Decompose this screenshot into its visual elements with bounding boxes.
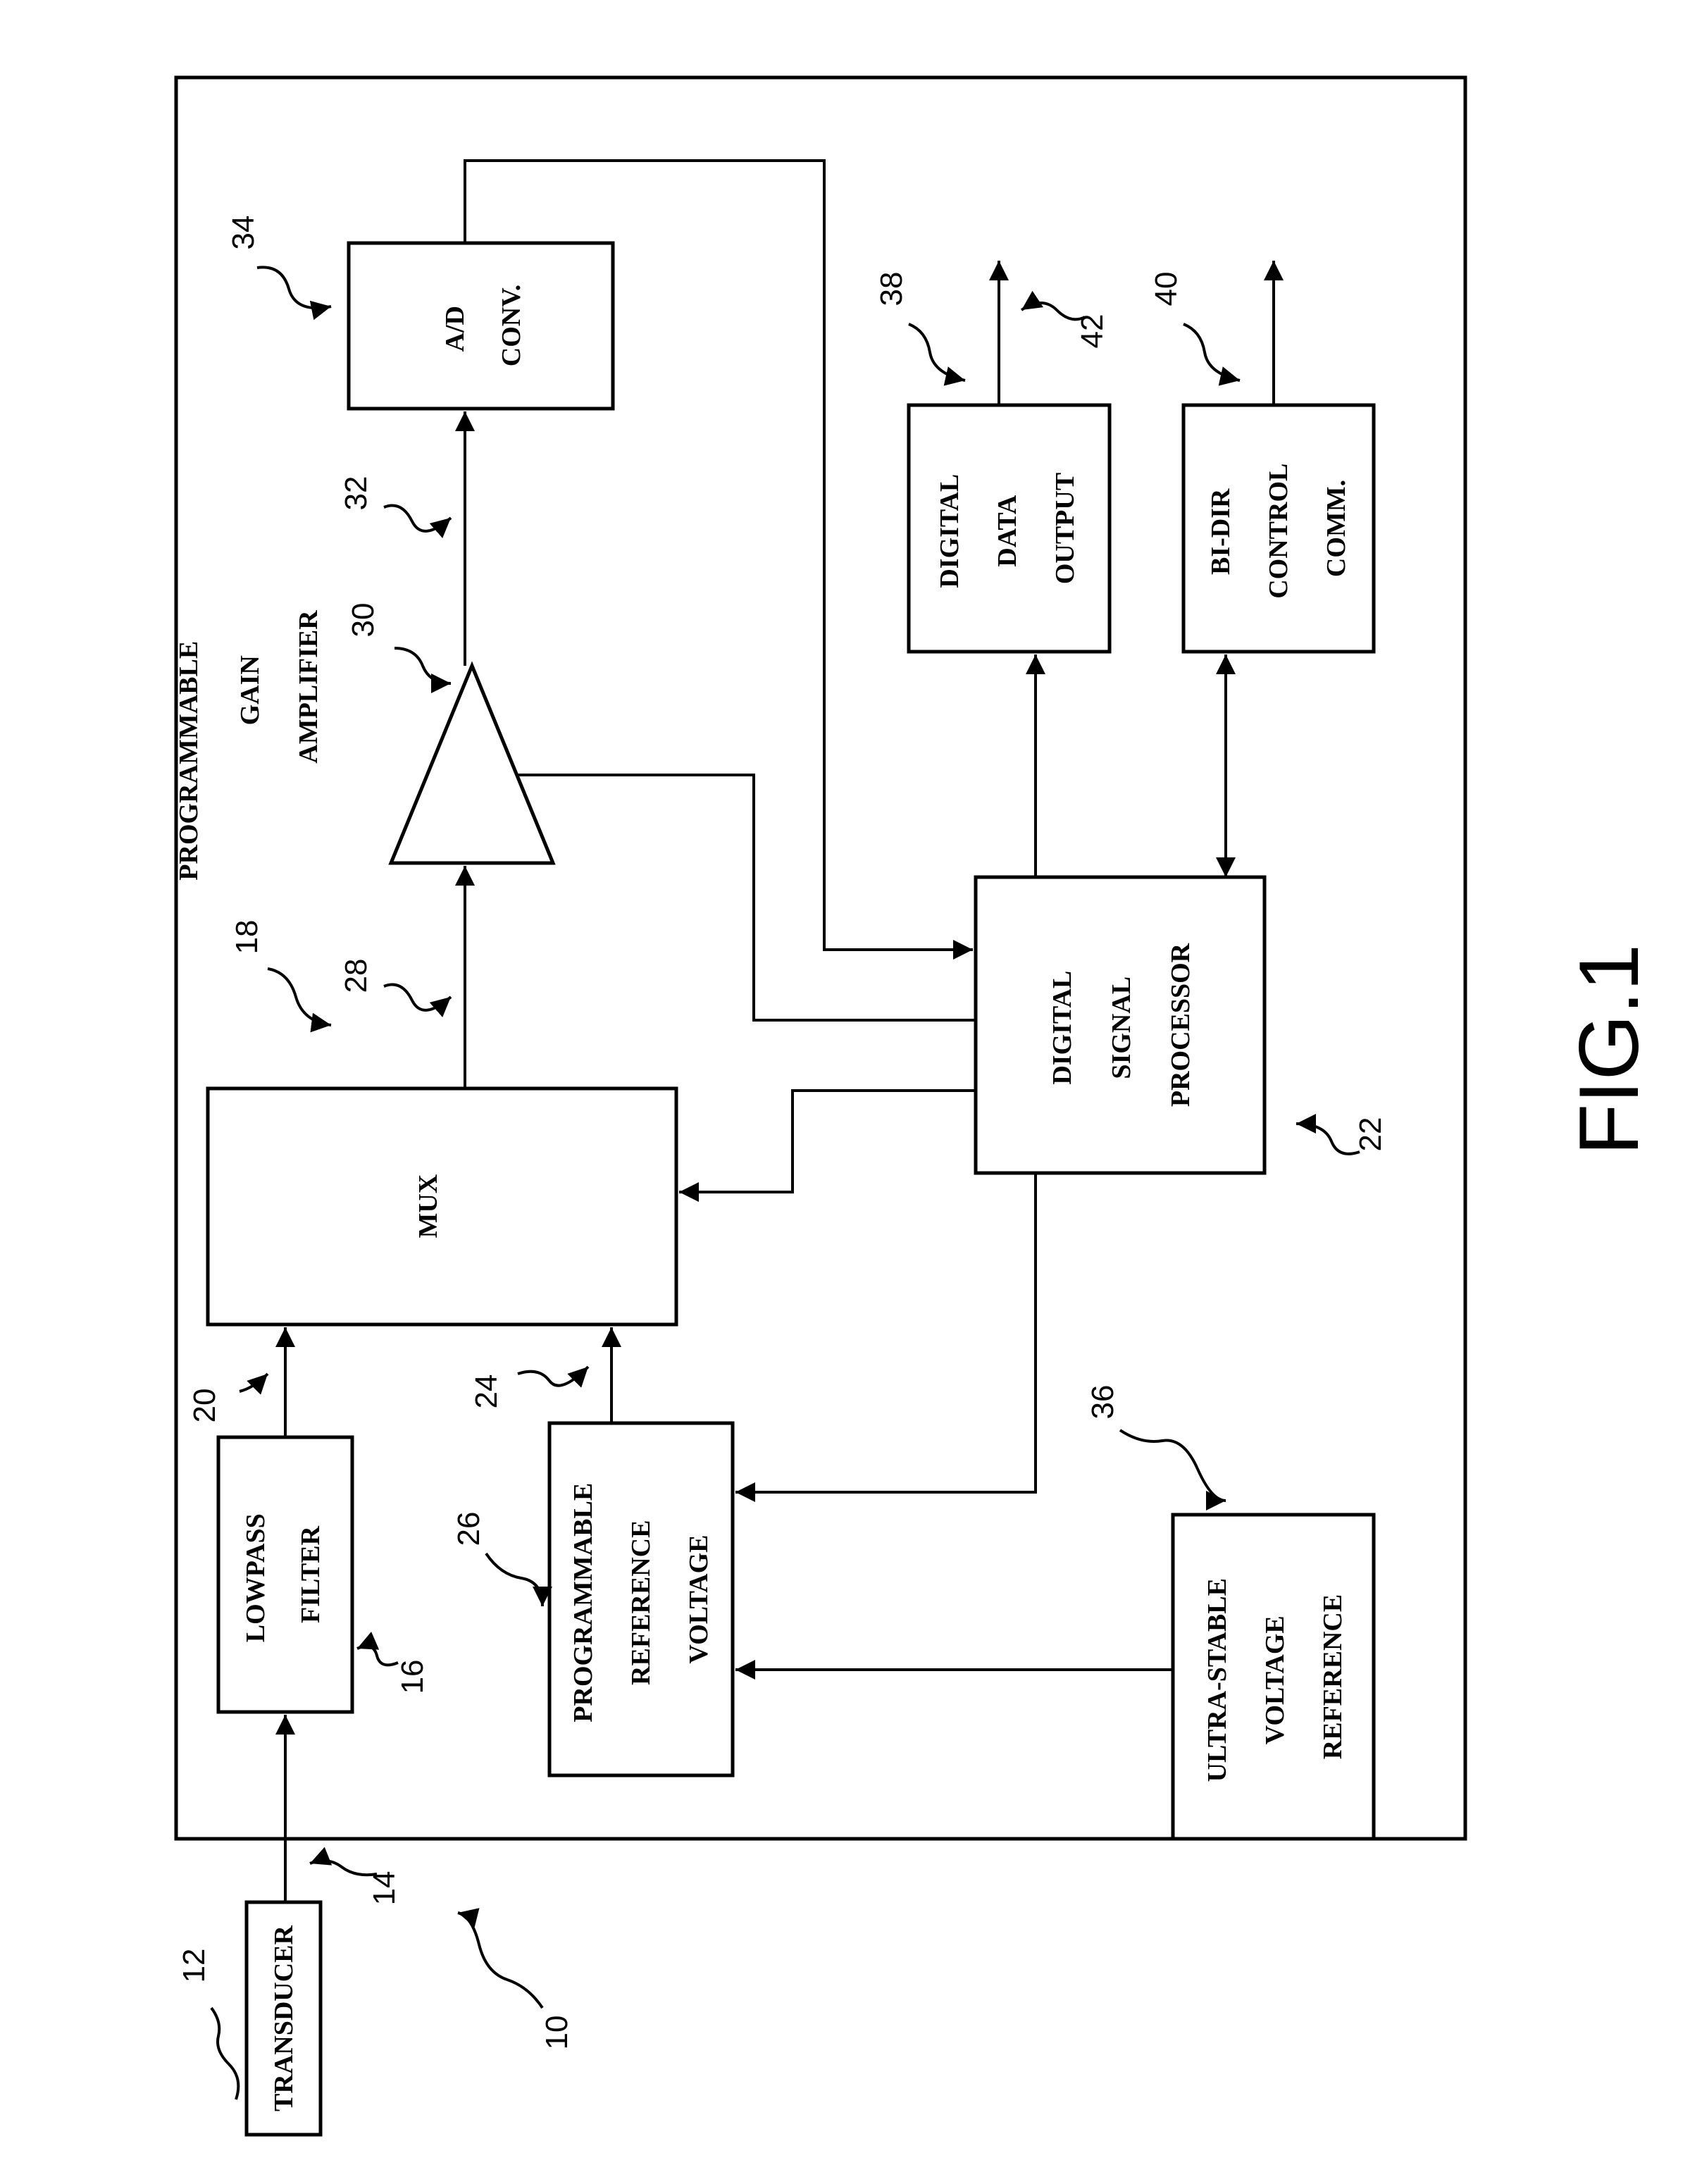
digital-output-label-3: OUTPUT (1050, 473, 1080, 584)
dsp-label-1: DIGITAL (1048, 972, 1077, 1085)
digital-output-label-1: DIGITAL (935, 475, 964, 588)
mux-label-group: MUX (414, 1174, 443, 1239)
digital-output-label-2: DATA (993, 495, 1022, 567)
lowpass-label-1: LOWPASS (241, 1513, 271, 1642)
svg-text:40: 40 (1149, 272, 1183, 306)
svg-text:10: 10 (540, 2016, 574, 2050)
ultra-ref-label-3: REFERENCE (1318, 1594, 1348, 1759)
svg-text:38: 38 (874, 272, 909, 306)
adc-label-1: A/D (440, 306, 470, 352)
ultra-ref-label-1: ULTRA-STABLE (1203, 1578, 1232, 1782)
svg-text:24: 24 (469, 1375, 504, 1409)
pga-label-1: PROGRAMMABLE (174, 641, 204, 881)
svg-text:16: 16 (395, 1660, 430, 1694)
transducer-label: TRANSDUCER (269, 1925, 299, 2111)
bidir-label-1: BI-DIR (1206, 488, 1236, 575)
svg-text:18: 18 (230, 920, 264, 955)
svg-text:20: 20 (187, 1389, 222, 1423)
svg-text:12: 12 (177, 1949, 211, 1983)
svg-text:28: 28 (339, 959, 373, 993)
svg-text:26: 26 (452, 1512, 486, 1546)
svg-text:36: 36 (1086, 1385, 1120, 1420)
ref-10: 10 (458, 1913, 574, 2049)
lowpass-label-2: FILTER (296, 1525, 325, 1623)
svg-text:TRANSDUCER: TRANSDUCER (269, 1925, 299, 2111)
prog-ref-label-3: VOLTAGE (684, 1535, 714, 1664)
ultra-ref-label-2: VOLTAGE (1260, 1615, 1290, 1744)
svg-text:30: 30 (346, 603, 380, 638)
svg-text:22: 22 (1353, 1117, 1388, 1152)
adc-label-2: CONV. (497, 285, 526, 367)
bidir-label-3: COMM. (1322, 480, 1351, 577)
ad-converter-box (349, 243, 613, 409)
pga-label-3: AMPLIFIER (294, 610, 323, 764)
transducer-label-group: TRANSDUCER (269, 1925, 299, 2111)
bidir-label-2: CONTROL (1264, 464, 1293, 599)
svg-text:32: 32 (339, 476, 373, 511)
dsp-label-2: SIGNAL (1107, 977, 1136, 1079)
prog-ref-label-1: PROGRAMMABLE (568, 1483, 598, 1723)
mux-label: MUX (414, 1174, 443, 1239)
svg-text:MUX: MUX (414, 1174, 443, 1239)
svg-text:34: 34 (226, 216, 261, 250)
dsp-label-3: PROCESSOR (1166, 943, 1195, 1107)
pga-label-2: GAIN (235, 655, 265, 725)
figure-label: FIG.1 (1562, 944, 1656, 1155)
prog-ref-label-2: REFERENCE (626, 1520, 656, 1685)
ref-12: 12 (177, 1949, 238, 2099)
lowpass-filter-box (218, 1437, 352, 1712)
ref-14: 14 (310, 1861, 402, 1905)
